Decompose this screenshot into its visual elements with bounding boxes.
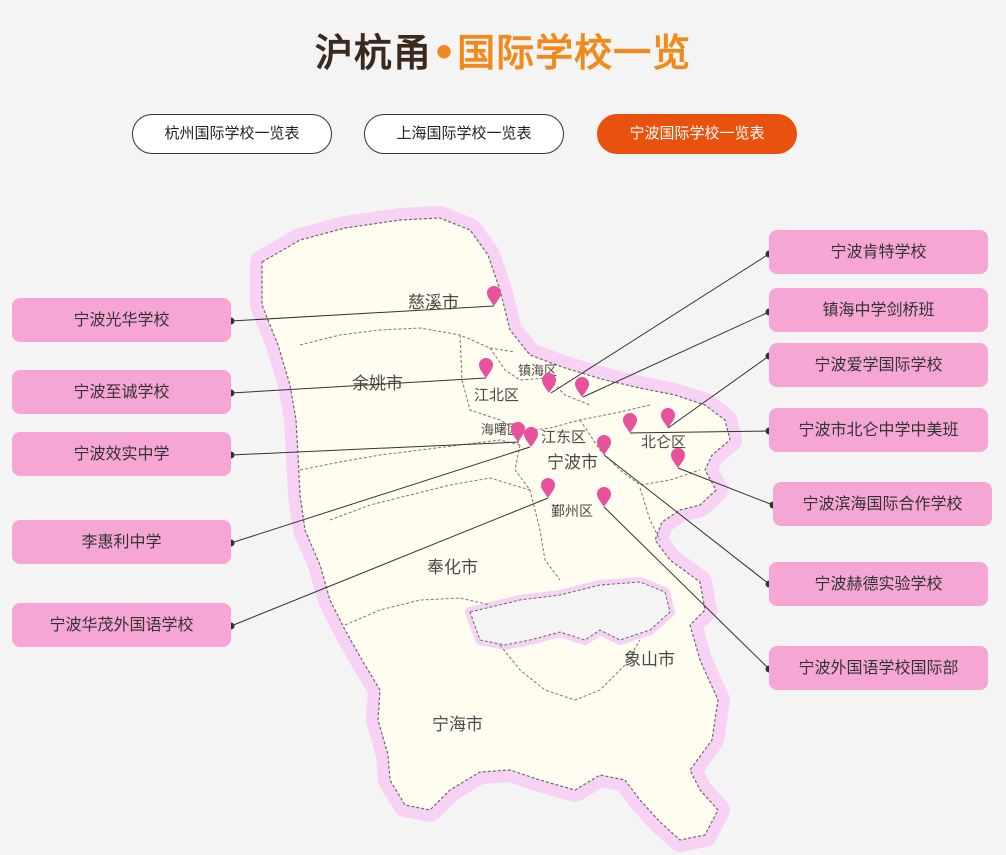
map-outline — [261, 217, 731, 841]
map-markers — [479, 286, 685, 507]
school-label-waiguoyu-intl[interactable]: 宁波外国语学校国际部 — [769, 646, 988, 690]
label-ninghai: 宁海市 — [432, 715, 483, 735]
label-ningbo: 宁波市 — [547, 453, 598, 473]
label-cixi: 慈溪市 — [408, 293, 459, 313]
tab-shanghai[interactable]: 上海国际学校一览表 — [364, 114, 564, 154]
label-xiangshan: 象山市 — [624, 650, 675, 670]
xiangshan-bay-outline — [469, 581, 671, 646]
map-marker-icon[interactable] — [511, 422, 525, 442]
title-dot: • — [431, 31, 458, 75]
map-marker-icon[interactable] — [479, 358, 493, 378]
map-marker-icon[interactable] — [542, 373, 556, 393]
map-marker-icon[interactable] — [671, 448, 685, 468]
school-label-zhenhai-cambridge[interactable]: 镇海中学剑桥班 — [769, 288, 988, 332]
title-part1: 沪杭甬 — [314, 31, 432, 75]
school-label-beilun-sino-us[interactable]: 宁波市北仑中学中美班 — [769, 408, 988, 452]
page-title: 沪杭甬•国际学校一览 — [0, 22, 1006, 77]
school-label-huamao[interactable]: 宁波华茂外国语学校 — [12, 603, 231, 647]
map-marker-icon[interactable] — [524, 427, 538, 447]
map-marker-icon[interactable] — [597, 487, 611, 507]
tab-hangzhou[interactable]: 杭州国际学校一览表 — [132, 114, 332, 154]
map-marker-icon[interactable] — [541, 478, 555, 498]
map-marker-icon[interactable] — [597, 435, 611, 455]
school-label-binhai[interactable]: 宁波滨海国际合作学校 — [773, 482, 992, 526]
school-label-guanghua[interactable]: 宁波光华学校 — [12, 298, 231, 342]
label-jiangdong: 江东区 — [541, 428, 586, 446]
map-marker-icon[interactable] — [575, 377, 589, 397]
school-label-xiaoshi[interactable]: 宁波效实中学 — [12, 432, 231, 476]
school-label-lihuili[interactable]: 李惠利中学 — [12, 520, 231, 564]
label-yinzhou: 鄞州区 — [551, 504, 593, 520]
map-marker-icon[interactable] — [661, 408, 675, 428]
school-label-hede[interactable]: 宁波赫德实验学校 — [769, 562, 988, 606]
map-marker-icon[interactable] — [623, 413, 637, 433]
tab-ningbo[interactable]: 宁波国际学校一览表 — [597, 114, 797, 154]
district-boundaries — [299, 327, 701, 701]
school-label-aixue[interactable]: 宁波爱学国际学校 — [769, 343, 988, 387]
label-fenghua: 奉化市 — [427, 558, 478, 578]
school-label-kente[interactable]: 宁波肯特学校 — [769, 230, 988, 274]
title-part2: 国际学校一览 — [457, 31, 692, 75]
label-jiangbei: 江北区 — [474, 386, 519, 404]
label-beilun: 北仑区 — [641, 433, 686, 451]
map-marker-icon[interactable] — [487, 286, 501, 306]
label-haishu: 海曙区 — [481, 423, 520, 438]
school-label-zhicheng[interactable]: 宁波至诚学校 — [12, 370, 231, 414]
